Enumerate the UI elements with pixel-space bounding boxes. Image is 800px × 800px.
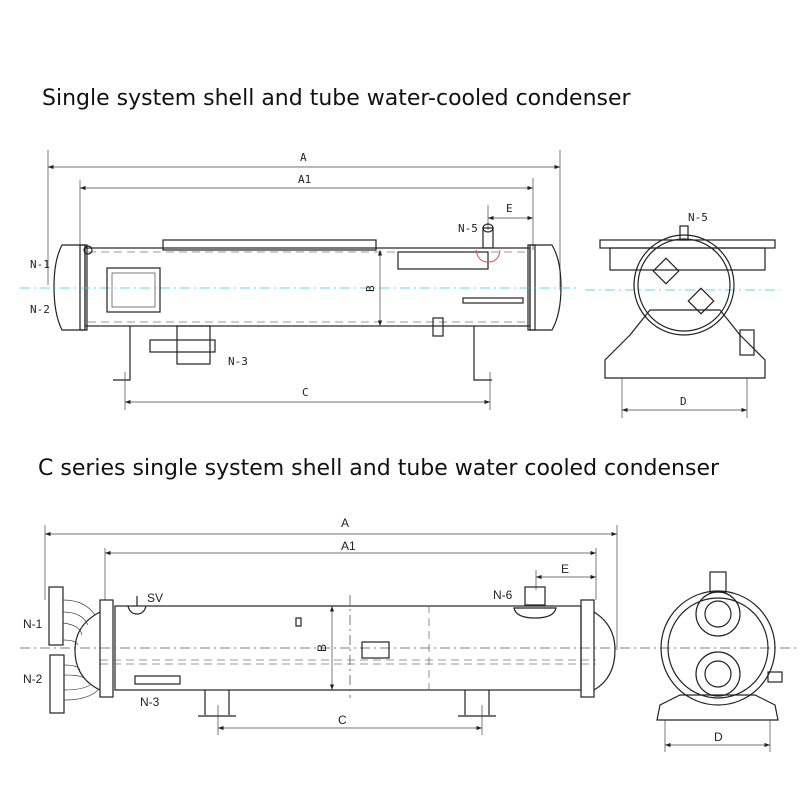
label-B-2: B [315,644,329,652]
diagram-1-title: Single system shell and tube water-coole… [42,86,631,111]
label-B: B [364,285,377,292]
label-N6: N-6 [493,588,513,602]
valve-N3 [149,339,216,353]
valve-N3-2 [134,675,181,685]
label-N2: N-2 [30,303,50,316]
label-A: A [300,151,307,164]
condenser-1-side-view: N-5 D [585,211,780,418]
label-N5: N-5 [458,222,478,235]
condenser-2-front-view: A A1 E N-1 N-2 SV [20,516,800,735]
label-N1-2: N-1 [23,617,43,631]
label-E-2: E [561,562,569,576]
label-C-2: C [338,713,347,727]
label-A1-2: A1 [341,539,356,553]
diagram-2-title: C series single system shell and tube wa… [38,456,720,481]
label-SV: SV [147,591,163,605]
condenser-1-front-view: A A1 E B N-5 N-1 N-2 N-3 [20,150,580,410]
label-N1: N-1 [30,258,50,271]
label-N3: N-3 [228,355,248,368]
label-E: E [506,202,513,215]
label-C: C [302,386,309,399]
label-A1: A1 [298,173,311,186]
nameplate [106,267,161,313]
label-D-2: D [714,730,723,744]
condenser-2-side-view: D [656,571,783,752]
label-A-2: A [341,516,349,530]
label-N2-2: N-2 [23,672,43,686]
label-N3-2: N-3 [140,695,160,709]
label-D: D [680,395,687,408]
label-N5-side: N-5 [688,211,708,224]
